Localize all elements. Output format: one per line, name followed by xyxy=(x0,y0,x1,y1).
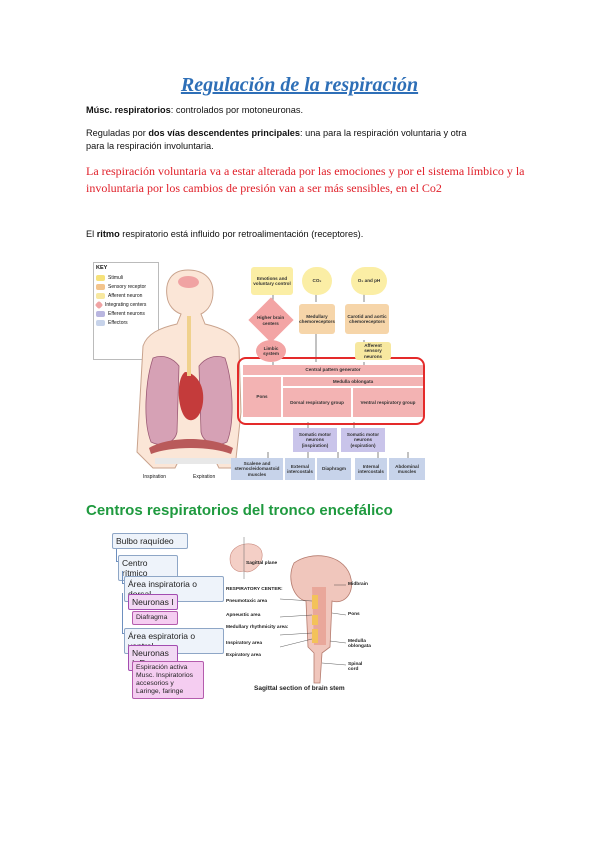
node-limbic: Limbic system xyxy=(256,340,286,362)
flow-arrows xyxy=(237,294,425,458)
node-somatic-exp: Somatic motor neurons (expiration) xyxy=(341,428,385,452)
expiration-label: Expiration xyxy=(193,474,216,480)
brainstem-illustration: Sagittal plane RESPIRATORY CENTER: Pneum… xyxy=(224,535,371,703)
node-diaphragm: Diaphragm xyxy=(317,458,351,480)
pathways-term: dos vías descendentes principales xyxy=(148,128,300,138)
node-ventral: Ventral respiratory group xyxy=(353,388,423,417)
key-item: Stimuli xyxy=(94,273,158,282)
paragraph-pathways: Reguladas por dos vías descendentes prin… xyxy=(86,127,466,153)
node-dorsal: Dorsal respiratory group xyxy=(283,388,351,417)
label-midbrain: Midbrain xyxy=(348,582,368,587)
label-medulla: Medulla oblongata xyxy=(348,639,371,649)
label-expiratory: Expiratory area xyxy=(226,653,261,658)
label-medullary-rhythm: Medullary rhythmicity area: xyxy=(226,625,289,630)
respiratory-control-figure: KEY Stimuli Sensory receptor Afferent ne… xyxy=(93,262,426,484)
pathways-text: : una para la respiración voluntaria y o… xyxy=(299,128,467,138)
key-label: Sensory receptor xyxy=(108,283,147,290)
label-pons: Pons xyxy=(348,612,360,617)
key-item: Sensory receptor xyxy=(94,282,158,291)
key-swatch xyxy=(96,283,105,290)
node-medulla: Medulla oblongata xyxy=(283,377,423,386)
pathways-line2: para la respiración involuntaria. xyxy=(86,141,214,151)
key-swatch xyxy=(96,292,105,299)
label-spinal-cord: Spinal cord xyxy=(348,662,363,672)
key-label: Afferent neuron xyxy=(108,292,143,299)
rhythm-pre: El xyxy=(86,229,97,239)
node-higher-brain-label: Higher brain centers xyxy=(257,314,285,326)
inspiration-label: Inspiration xyxy=(143,474,167,480)
key-label: Effectors xyxy=(108,319,128,326)
key-item: Integrating centers xyxy=(94,300,158,309)
node-scalene: Scalene and sternocleidomastoid muscles xyxy=(231,458,283,480)
node-ext-ic: External intercostals xyxy=(285,458,315,480)
node-medullary-chemo: Medullary chemoreceptors xyxy=(299,304,335,334)
muscles-text: : controlados por motoneuronas. xyxy=(170,105,304,115)
figure-caption: Sagittal section of brain stem xyxy=(254,685,345,692)
label-sagittal-plane: Sagittal plane xyxy=(246,561,278,566)
key-swatch xyxy=(96,310,105,317)
node-o2ph: O₂ and pH xyxy=(351,267,387,295)
key-item: Efferent neurons xyxy=(94,309,158,318)
node-carotid-aortic: Carotid and aortic chemoreceptors xyxy=(345,304,389,334)
paragraph-rhythm: El ritmo respiratorio está influido por … xyxy=(86,228,363,241)
node-abdominal: Abdominal muscles xyxy=(389,458,425,480)
figure-key: KEY Stimuli Sensory receptor Afferent ne… xyxy=(93,262,159,360)
label-pneumotaxic: Pneumotaxic area xyxy=(226,599,268,604)
list-item: Espiración activa Musc. Inspiratorios ac… xyxy=(132,661,204,699)
node-pons: Pons xyxy=(243,377,281,417)
key-swatch xyxy=(96,274,105,281)
brainstem-centers-list: Bulbo raquídeo Centro rítmico Área inspi… xyxy=(112,533,232,701)
key-label: Integrating centers xyxy=(105,301,147,308)
key-label: Efferent neurons xyxy=(108,310,145,317)
key-item: Effectors xyxy=(94,318,158,327)
label-respiratory-center: RESPIRATORY CENTER: xyxy=(226,587,283,592)
node-co2: CO₂ xyxy=(302,267,332,295)
key-title: KEY xyxy=(96,265,108,271)
paragraph-muscles: Músc. respiratorios: controlados por mot… xyxy=(86,104,303,117)
key-label: Stimuli xyxy=(108,274,124,281)
section-title: Centros respiratorios del tronco encefál… xyxy=(86,502,393,519)
list-item: Diafragma xyxy=(132,611,178,625)
muscles-term: Músc. respiratorios xyxy=(86,105,171,115)
rhythm-term: ritmo xyxy=(96,229,120,239)
list-item: Bulbo raquídeo xyxy=(112,533,188,549)
node-cpg: Central pattern generator xyxy=(243,365,423,375)
node-somatic-insp: Somatic motor neurons (inspiration) xyxy=(293,428,337,452)
page-title: Regulación de la respiración xyxy=(180,74,419,96)
label-apneustic: Apneustic area xyxy=(226,613,261,618)
key-swatch xyxy=(96,319,105,326)
node-emotions: Emotions and voluntary control xyxy=(251,267,293,295)
torso-illustration xyxy=(136,269,242,469)
red-note: La respiración voluntaria va a estar alt… xyxy=(86,164,525,195)
node-int-ic: Internal intercostals xyxy=(355,458,387,480)
rhythm-text: respiratorio está influido por retroalim… xyxy=(119,229,364,239)
label-inspiratory: Inspiratory area xyxy=(226,641,262,646)
list-item: Neuronas I xyxy=(128,594,178,610)
node-afferent: Afferent sensory neurons xyxy=(355,342,391,360)
key-item: Afferent neuron xyxy=(94,291,158,300)
brainstem-drawing xyxy=(229,537,352,684)
pathways-pre: Reguladas por xyxy=(86,128,149,138)
